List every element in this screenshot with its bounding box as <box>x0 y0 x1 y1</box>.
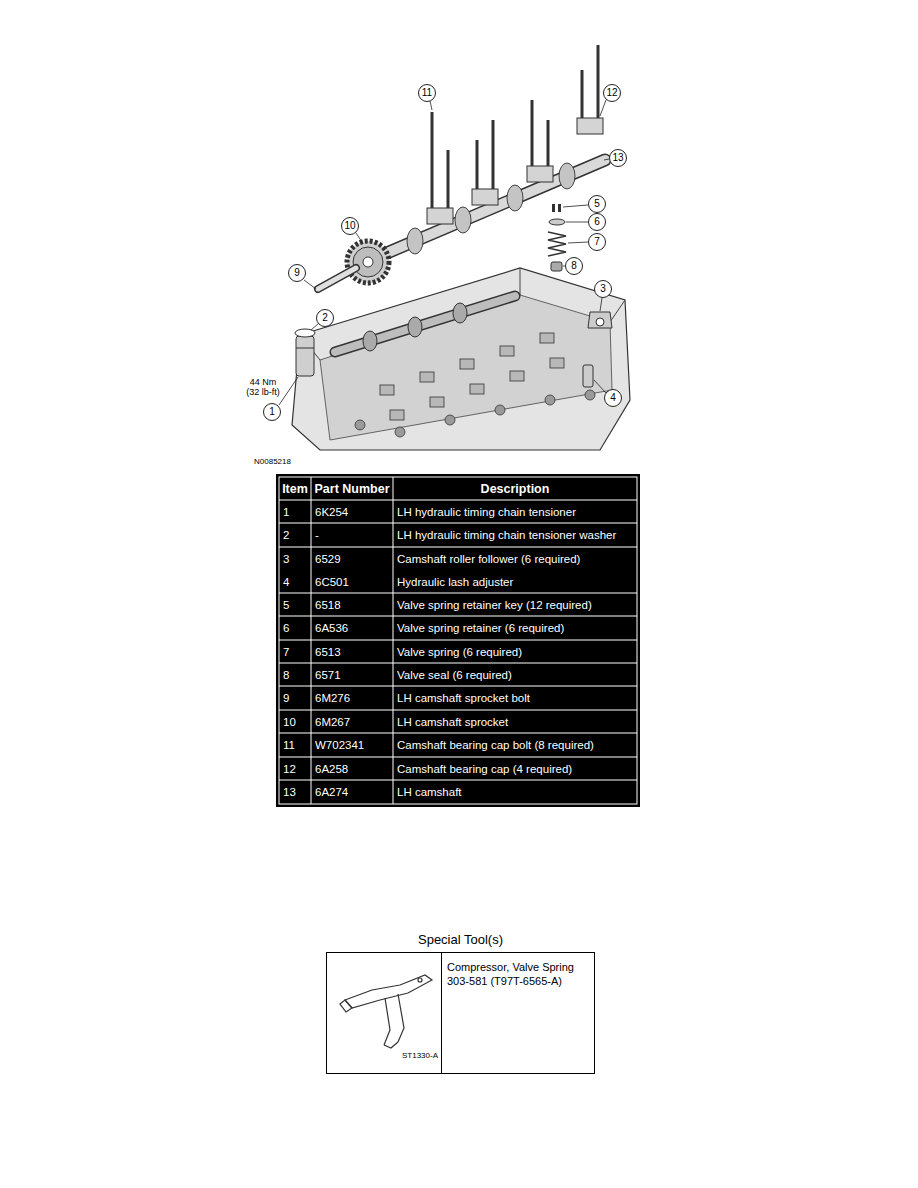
table-cell: 12 <box>283 757 309 780</box>
table-cell: Camshaft roller follower (6 required) <box>397 547 635 570</box>
table-cell: 5 <box>283 593 309 616</box>
table-cell: 2 <box>283 523 309 547</box>
table-cell: - <box>315 523 391 547</box>
table-cell: 6A258 <box>315 757 391 780</box>
table-cell: 6571 <box>315 663 391 686</box>
callout-circle: 9 <box>288 264 306 282</box>
table-header: Description <box>393 478 637 500</box>
table-cell: 6C501 <box>315 570 391 593</box>
table-cell: 6A536 <box>315 616 391 640</box>
callout-number: 1 <box>269 407 275 417</box>
table-cell: 13 <box>283 780 309 803</box>
callout-circle: 12 <box>603 84 621 102</box>
table-cell: 6M276 <box>315 686 391 710</box>
callout-number: 2 <box>322 313 328 323</box>
table-cell: 6 <box>283 616 309 640</box>
callout-circle: 3 <box>594 280 612 298</box>
table-cell: Valve seal (6 required) <box>397 663 635 686</box>
table-cell: W702341 <box>315 733 391 757</box>
table-cell: Hydraulic lash adjuster <box>397 570 635 593</box>
table-cell: 6513 <box>315 640 391 663</box>
table-cell: 3 <box>283 547 309 570</box>
callout-number: 13 <box>612 153 623 163</box>
callout-number: 9 <box>294 268 300 278</box>
callout-number: 10 <box>344 221 355 231</box>
table-cell: 10 <box>283 710 309 733</box>
callout-number: 3 <box>600 284 606 294</box>
callout-number: 7 <box>594 237 600 247</box>
table-cell: Valve spring retainer (6 required) <box>397 616 635 640</box>
callout-circle: 11 <box>418 84 436 102</box>
callout-number: 5 <box>594 199 600 209</box>
table-cell: LH hydraulic timing chain tensioner wash… <box>397 523 635 547</box>
table-cell: 11 <box>283 733 309 757</box>
table-header: Part Number <box>311 478 393 500</box>
table-cell: 6M267 <box>315 710 391 733</box>
callout-circle: 1 <box>263 403 281 421</box>
callout-circle: 10 <box>341 217 359 235</box>
table-cell: LH camshaft sprocket <box>397 710 635 733</box>
table-cell: 6518 <box>315 593 391 616</box>
table-cell: 7 <box>283 640 309 663</box>
table-cell: 9 <box>283 686 309 710</box>
callout-number: 6 <box>594 217 600 227</box>
table-cell: LH camshaft sprocket bolt <box>397 686 635 710</box>
table-cell: Valve spring (6 required) <box>397 640 635 663</box>
table-cell: Camshaft bearing cap (4 required) <box>397 757 635 780</box>
callout-number: 11 <box>422 88 432 98</box>
figure-number: N0085218 <box>254 457 291 467</box>
tool-name: Compressor, Valve Spring 303-581 (T97T-6… <box>447 960 589 988</box>
tool-illustration-code: ST1330-A <box>388 1051 438 1061</box>
callout-circle: 8 <box>565 257 583 275</box>
callout-number: 8 <box>571 261 577 271</box>
table-cell: LH camshaft <box>397 780 635 803</box>
table-cell: 6529 <box>315 547 391 570</box>
callout-circle: 4 <box>604 389 622 407</box>
callout-number: 12 <box>606 88 617 98</box>
table-cell: LH hydraulic timing chain tensioner <box>397 500 635 523</box>
callout-circle: 5 <box>588 195 606 213</box>
table-header: Item <box>279 478 311 500</box>
table-cell: 4 <box>283 570 309 593</box>
callout-circle: 7 <box>588 233 606 251</box>
tool-heading: Special Tool(s) <box>326 932 595 948</box>
callout-circle: 2 <box>316 309 334 327</box>
torque-spec: 44 Nm (32 lb-ft) <box>244 377 282 397</box>
special-tool-box: Special Tool(s) ST1330-A Compressor, Valve… <box>326 930 595 1074</box>
table-cell: Valve spring retainer key (12 required) <box>397 593 635 616</box>
table-cell: Camshaft bearing cap bolt (8 required) <box>397 733 635 757</box>
table-cell: 8 <box>283 663 309 686</box>
callout-circle: 13 <box>609 149 627 167</box>
tool-table-divider <box>441 953 442 1073</box>
callout-number: 4 <box>610 393 616 403</box>
table-cell: 1 <box>283 500 309 523</box>
table-cell: 6K254 <box>315 500 391 523</box>
table-cell: 6A274 <box>315 780 391 803</box>
callout-circle: 6 <box>588 213 606 231</box>
